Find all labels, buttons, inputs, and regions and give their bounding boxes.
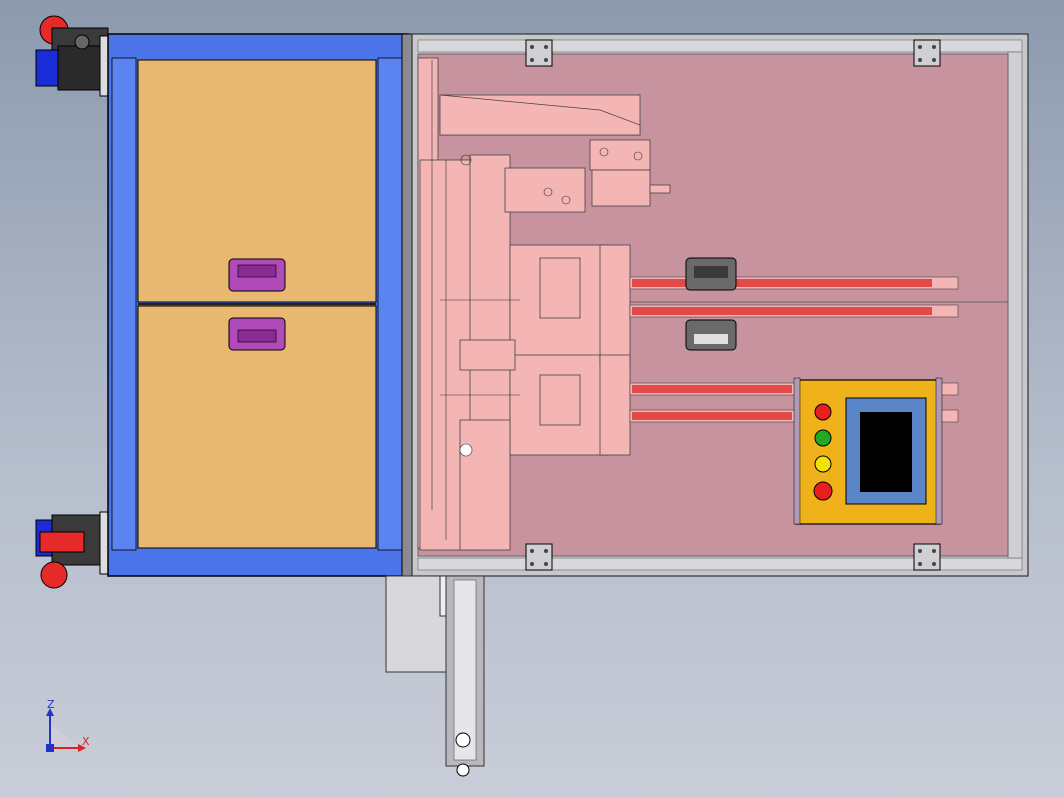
drawer-handle-lower[interactable] <box>228 317 286 351</box>
drawer-handle-upper[interactable] <box>228 258 286 292</box>
hinge-bottom-1 <box>525 543 553 571</box>
bottom-arm <box>445 575 485 777</box>
axis-triad: Z X <box>46 698 90 752</box>
caster-wheel-top-left <box>35 15 109 97</box>
slider-block-lower <box>685 319 737 351</box>
hinge-bottom-2 <box>913 543 941 571</box>
mechanism-details <box>431 60 643 540</box>
mechanism-assembly <box>417 57 671 551</box>
stop-button-red[interactable] <box>814 403 832 421</box>
z-axis-label: Z <box>47 698 55 711</box>
linear-rail-upper <box>629 276 959 318</box>
start-button-green[interactable] <box>814 429 832 447</box>
axis-origin <box>46 744 54 752</box>
caster-wheel-bottom-left <box>35 511 109 589</box>
reset-button-yellow[interactable] <box>814 455 832 473</box>
hinge-top-1 <box>525 39 553 67</box>
x-axis-label: X <box>82 735 90 748</box>
hmi-touchscreen[interactable] <box>845 397 927 505</box>
slider-block-upper <box>685 257 737 291</box>
drawer-cabinet <box>107 33 413 577</box>
emergency-button-red[interactable] <box>813 481 833 501</box>
hinge-top-2 <box>913 39 941 67</box>
